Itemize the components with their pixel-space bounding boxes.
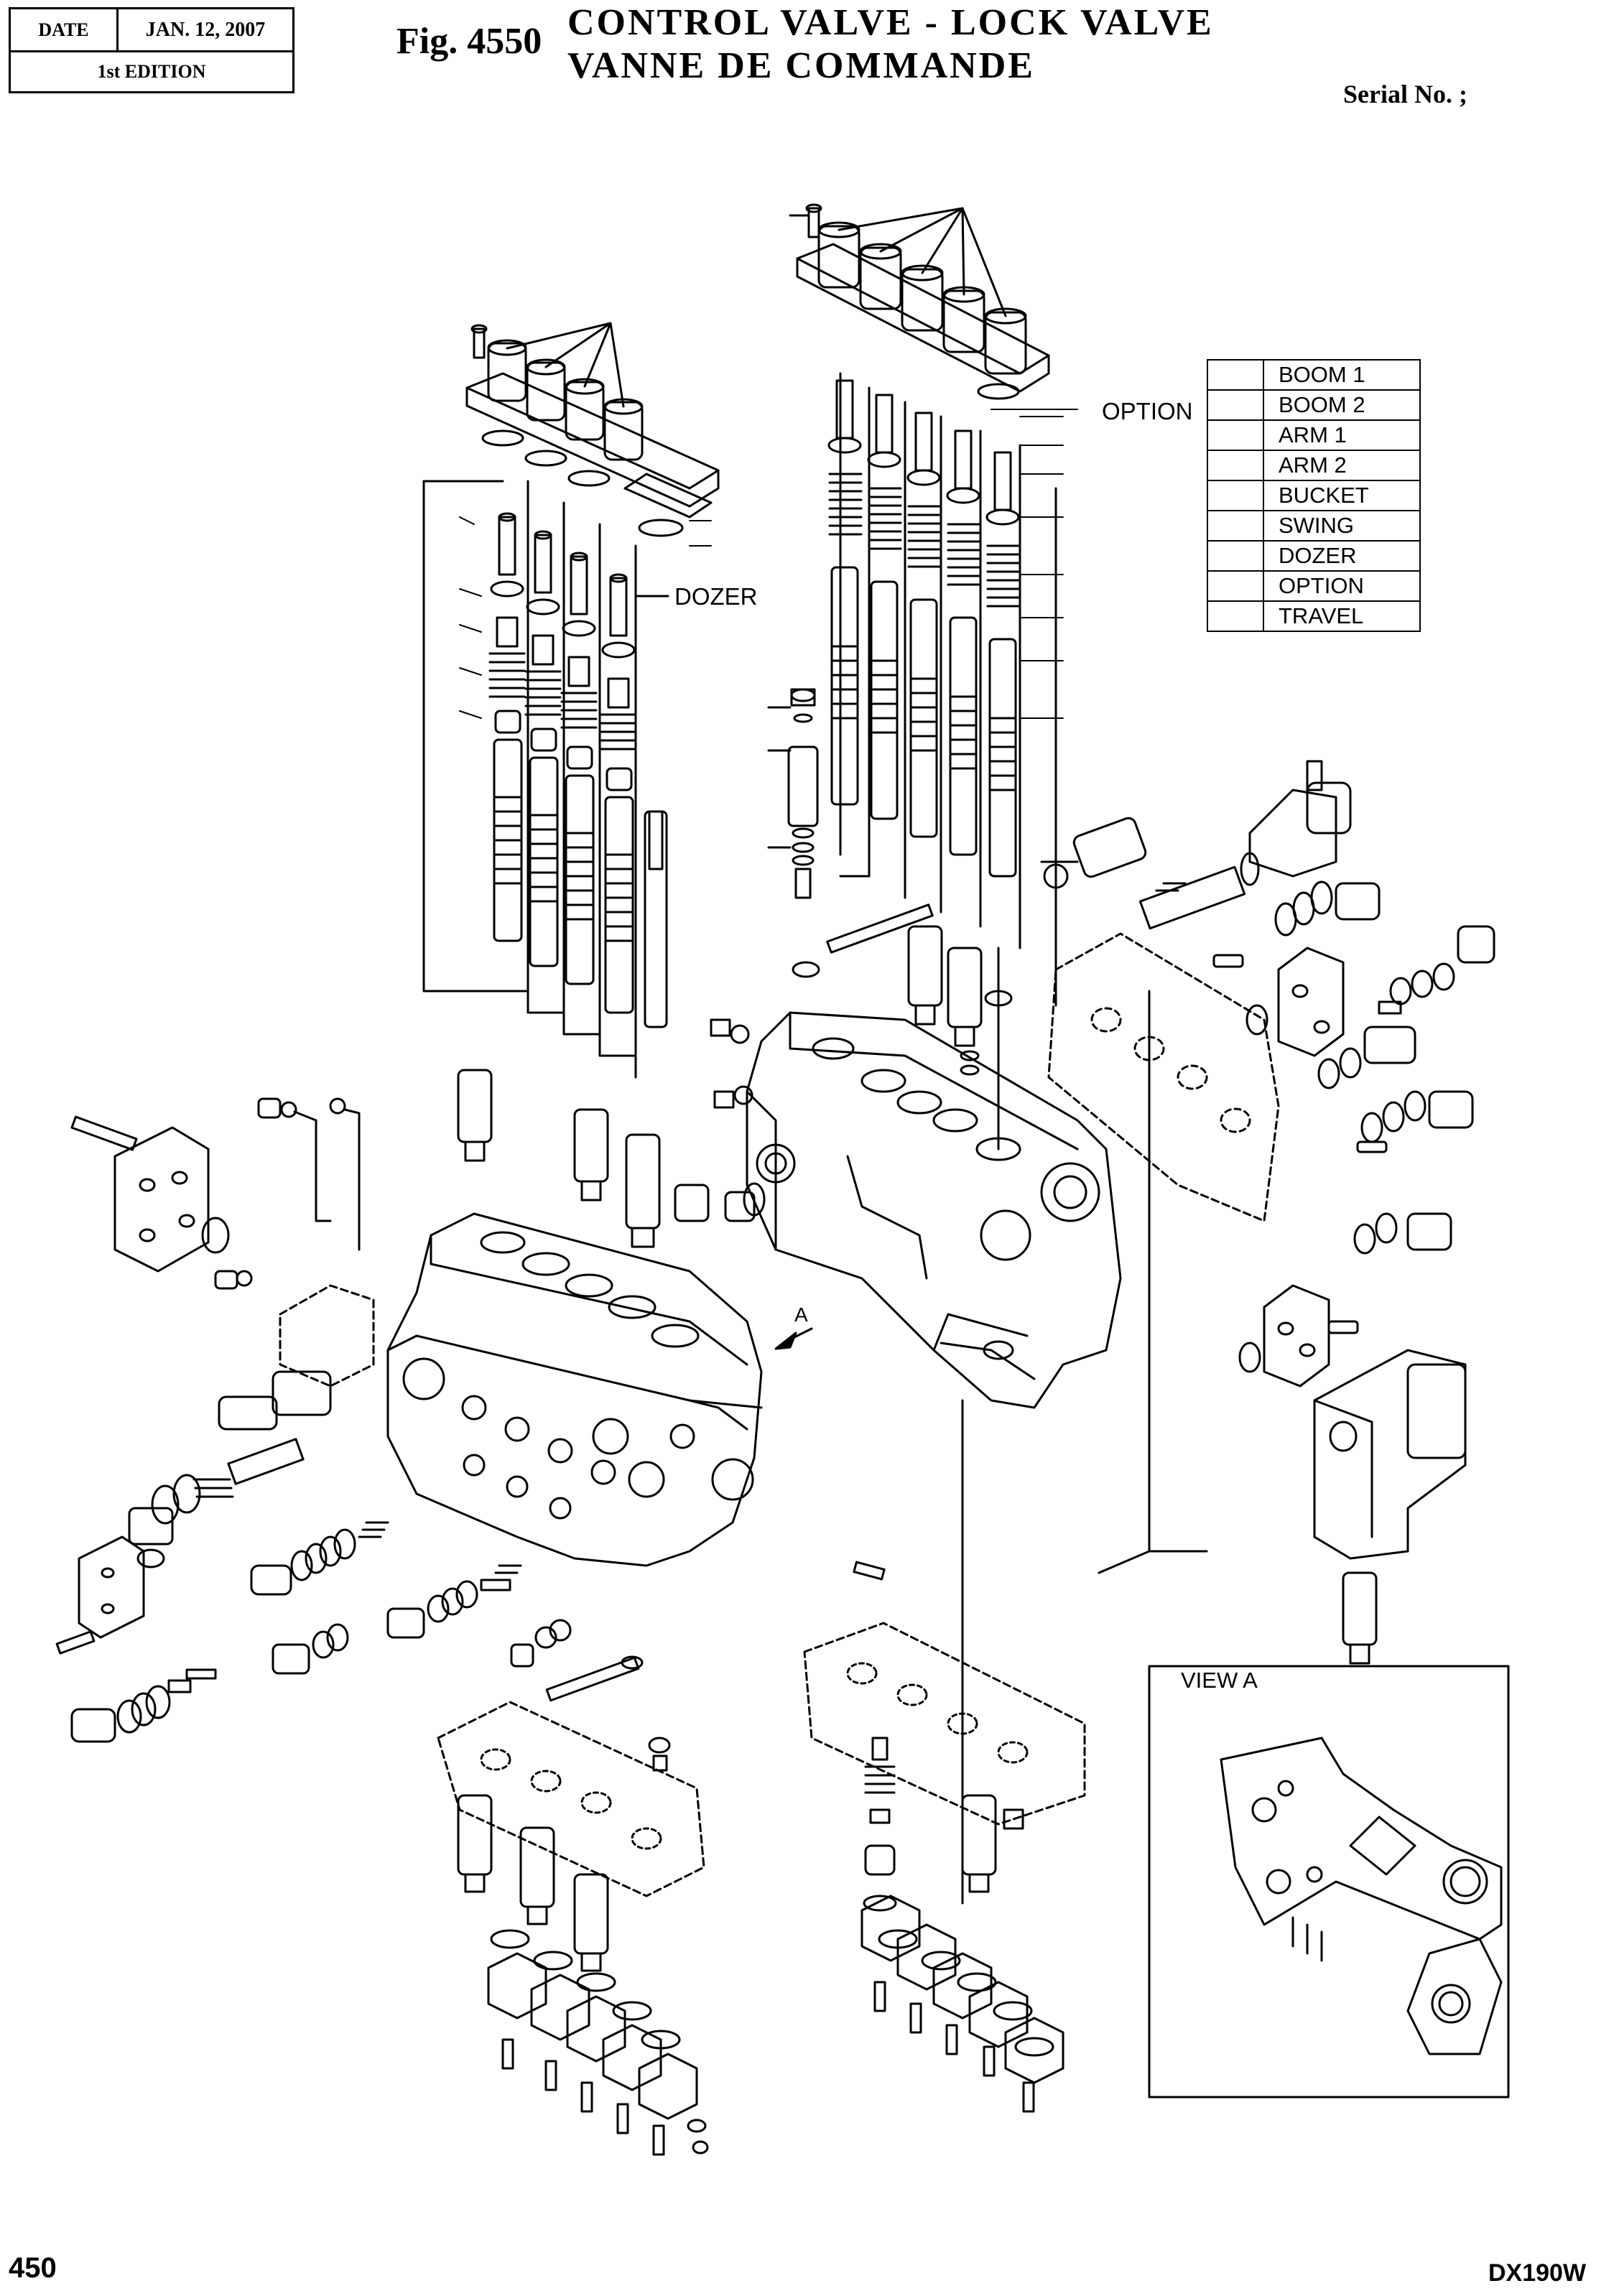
- title-english: CONTROL VALVE - LOCK VALVE: [567, 2, 1214, 43]
- left-caps: [487, 339, 644, 461]
- title-french: VANNE DE COMMANDE: [567, 45, 1035, 86]
- legend-item: ARM 1: [1263, 419, 1421, 451]
- model-code: DX190W: [1488, 2259, 1587, 2287]
- edition-label: 1st EDITION: [97, 61, 206, 82]
- legend-item: ARM 2: [1263, 450, 1421, 481]
- view-a-title: VIEW A: [1178, 1668, 1261, 1693]
- legend-row: ARM 1: [1207, 419, 1421, 451]
- legend-row: ARM 2: [1207, 450, 1421, 481]
- legend-row: BOOM 1: [1207, 359, 1421, 391]
- legend-item: DOZER: [1263, 540, 1421, 572]
- option-callout: OPTION: [1099, 398, 1196, 425]
- legend-row: TRAVEL: [1207, 600, 1421, 632]
- legend-row: DOZER: [1207, 540, 1421, 572]
- legend-item: BOOM 1: [1263, 359, 1421, 391]
- far-right-parts: [997, 760, 1495, 1665]
- legend-item: SWING: [1263, 510, 1421, 542]
- left-valve-body: [386, 1212, 763, 1567]
- legend-row: BUCKET: [1207, 480, 1421, 511]
- left-spool-stacks: [422, 480, 669, 1079]
- legend-item: TRAVEL: [1263, 600, 1421, 632]
- tie-bolts: [545, 903, 934, 1702]
- relief-cartridges-left: [214, 1069, 766, 1290]
- date-value: JAN. 12, 2007: [119, 9, 292, 52]
- legend-item: BUCKET: [1263, 480, 1421, 511]
- legend-item: BOOM 2: [1263, 389, 1421, 421]
- right-cap-assembly: [789, 203, 1050, 400]
- view-a-arrow: [774, 1327, 813, 1350]
- dozer-callout: DOZER: [672, 583, 761, 610]
- bottom-left-pilot-set: [437, 1701, 709, 2156]
- view-a-arrow-label: A: [794, 1303, 808, 1326]
- view-a-box: [1148, 1665, 1510, 2099]
- leader-lines: [459, 409, 1078, 719]
- right-valve-body: [746, 1011, 1122, 1409]
- left-cap-assembly: [465, 322, 720, 537]
- right-spool-stacks: [827, 372, 1057, 1007]
- serial-number-label: Serial No. ;: [1343, 80, 1467, 108]
- relief-cartridges-right: [674, 925, 1013, 1222]
- legend-item: OPTION: [1263, 570, 1421, 602]
- center-check-valve-parts: [767, 688, 819, 899]
- figure-number: Fig. 4550: [396, 21, 542, 62]
- legend-row: SWING: [1207, 510, 1421, 542]
- function-legend-table: BOOM 1 BOOM 2 ARM 1 ARM 2 BUCKET SWING D…: [1207, 359, 1421, 632]
- legend-row: OPTION: [1207, 570, 1421, 602]
- legend-row: BOOM 2: [1207, 389, 1421, 421]
- date-label: DATE: [11, 9, 119, 52]
- bottom-center-pilot-set: [803, 1399, 1086, 2113]
- header-box: DATE JAN. 12, 2007 1st EDITION: [9, 7, 294, 93]
- left-side-parts: [55, 1115, 572, 1743]
- page-number: 450: [9, 2252, 57, 2284]
